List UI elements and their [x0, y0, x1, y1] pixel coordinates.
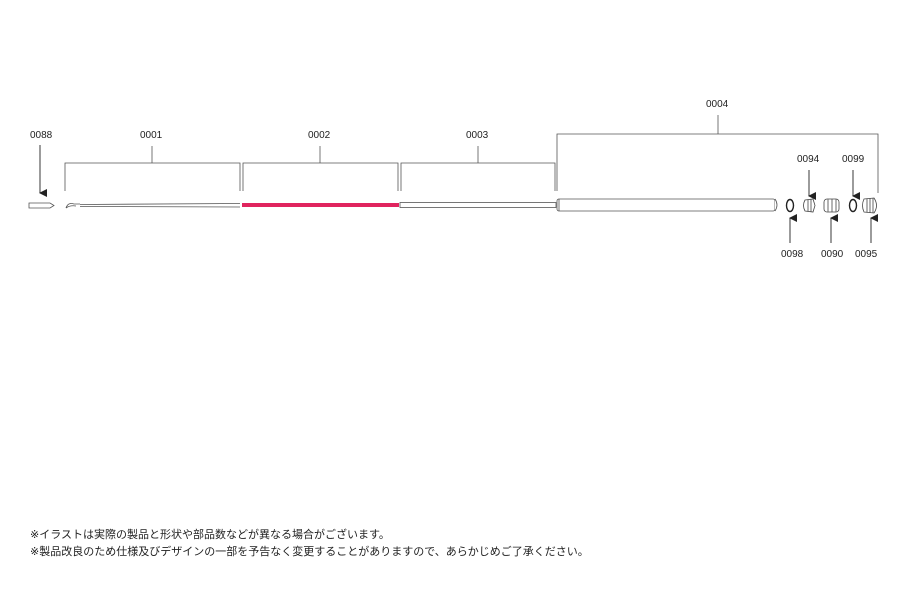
label-0090: 0090 — [821, 249, 844, 260]
note-specification: ※製品改良のため仕様及びデザインの一部を予告なく変更することがありますので、あら… — [30, 545, 589, 558]
oring-0099 — [848, 198, 858, 213]
bracket-0004 — [556, 115, 879, 193]
bracket-0003 — [400, 146, 556, 191]
label-0004: 0004 — [706, 99, 729, 110]
tip-section — [65, 203, 241, 209]
label-0099: 0099 — [842, 154, 865, 165]
label-0098: 0098 — [781, 249, 804, 260]
label-0003: 0003 — [466, 130, 489, 141]
part-0090 — [823, 198, 840, 213]
label-0001: 0001 — [140, 130, 163, 141]
cap-part — [28, 202, 55, 209]
label-0094: 0094 — [797, 154, 820, 165]
bracket-0001 — [64, 146, 241, 191]
oring-0098 — [785, 198, 795, 213]
label-0095: 0095 — [855, 249, 878, 260]
section-0002 — [242, 203, 399, 207]
disclaimer-notes: ※イラストは実際の製品と形状や部品数などが異なる場合がございます。 ※製品改良の… — [30, 526, 589, 560]
section-0004 — [556, 198, 778, 212]
part-0094 — [803, 198, 816, 213]
part-0095 — [862, 197, 877, 214]
note-illustration: ※イラストは実際の製品と形状や部品数などが異なる場合がございます。 — [30, 528, 390, 541]
section-0003 — [399, 202, 557, 208]
label-0088: 0088 — [30, 130, 53, 141]
bracket-0002 — [242, 146, 399, 191]
label-0002: 0002 — [308, 130, 331, 141]
